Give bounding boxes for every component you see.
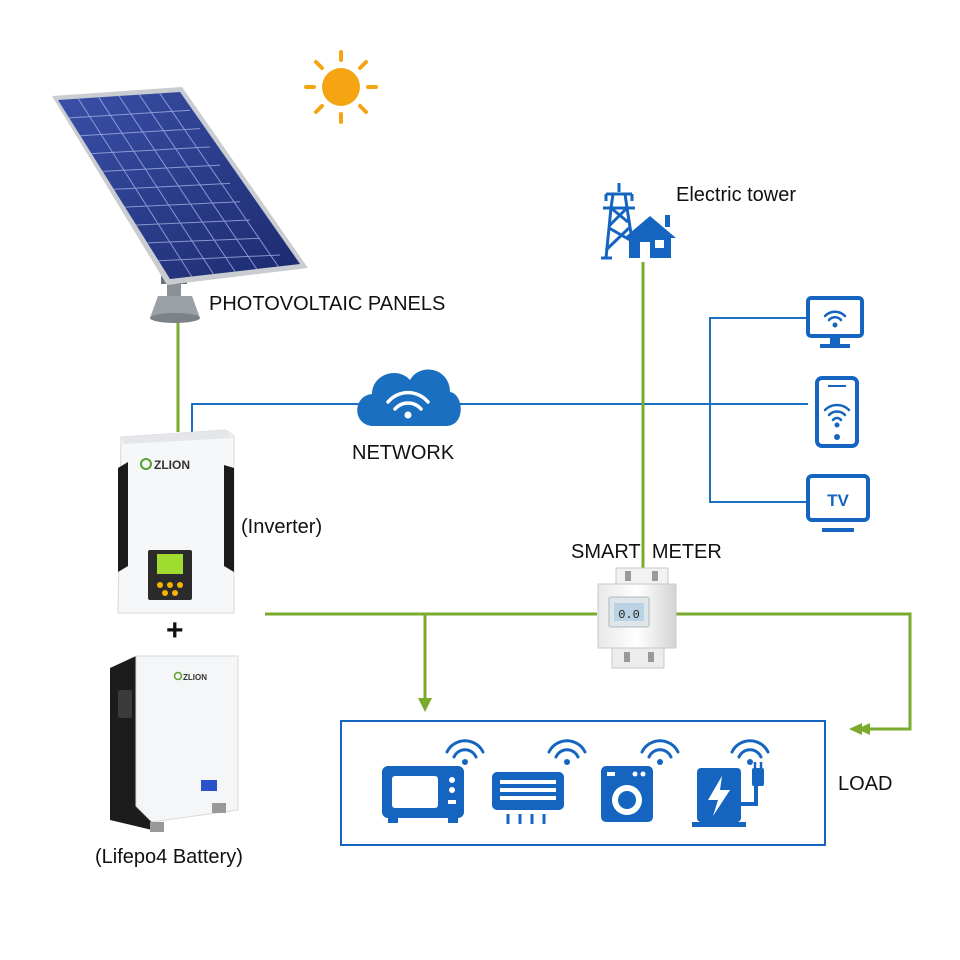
air-conditioner-icon bbox=[492, 772, 564, 824]
solar-panel bbox=[52, 87, 308, 323]
network-label: NETWORK bbox=[352, 442, 455, 464]
cloud-network-icon bbox=[357, 369, 461, 426]
tv-icon: TV bbox=[806, 474, 870, 532]
meter-display: 0.0 bbox=[618, 608, 640, 622]
monitor-icon bbox=[806, 296, 864, 348]
smart-meter-device: 0.0 bbox=[597, 567, 677, 669]
load-label: LOAD bbox=[838, 773, 893, 795]
battery-label: (Lifepo4 Battery) bbox=[95, 846, 243, 868]
svg-text:ZLION: ZLION bbox=[154, 458, 190, 472]
arrow-to-load-right bbox=[849, 723, 870, 735]
battery-device: ZLION bbox=[110, 655, 239, 832]
sun-icon bbox=[304, 50, 378, 124]
wifi-icon bbox=[386, 390, 430, 411]
inverter-logo: ZLION bbox=[140, 458, 190, 472]
pv-panels-label: PHOTOVOLTAIC PANELS bbox=[209, 293, 446, 315]
inverter-device: ZLION bbox=[117, 429, 235, 614]
plus-sign: + bbox=[166, 614, 184, 647]
load-wifi-signals bbox=[445, 739, 770, 759]
smartphone-icon bbox=[815, 376, 859, 448]
load-wifi-dots bbox=[462, 759, 753, 765]
power-lines bbox=[176, 262, 912, 731]
network-lines bbox=[191, 317, 808, 503]
battery-logo: ZLION bbox=[173, 671, 207, 682]
washing-machine-icon bbox=[601, 766, 653, 822]
ev-charger-icon bbox=[692, 762, 764, 827]
load-box bbox=[340, 720, 826, 846]
smart-meter-label: SMART METER bbox=[571, 541, 722, 563]
inverter-label: (Inverter) bbox=[241, 516, 323, 538]
house-icon bbox=[624, 215, 676, 258]
microwave-icon bbox=[382, 766, 464, 823]
electric-tower-label: Electric tower bbox=[676, 184, 797, 206]
svg-text:ZLION: ZLION bbox=[183, 673, 207, 682]
arrow-to-load-top bbox=[418, 698, 432, 712]
electric-tower-icon bbox=[601, 183, 635, 260]
tv-label: TV bbox=[827, 491, 849, 510]
